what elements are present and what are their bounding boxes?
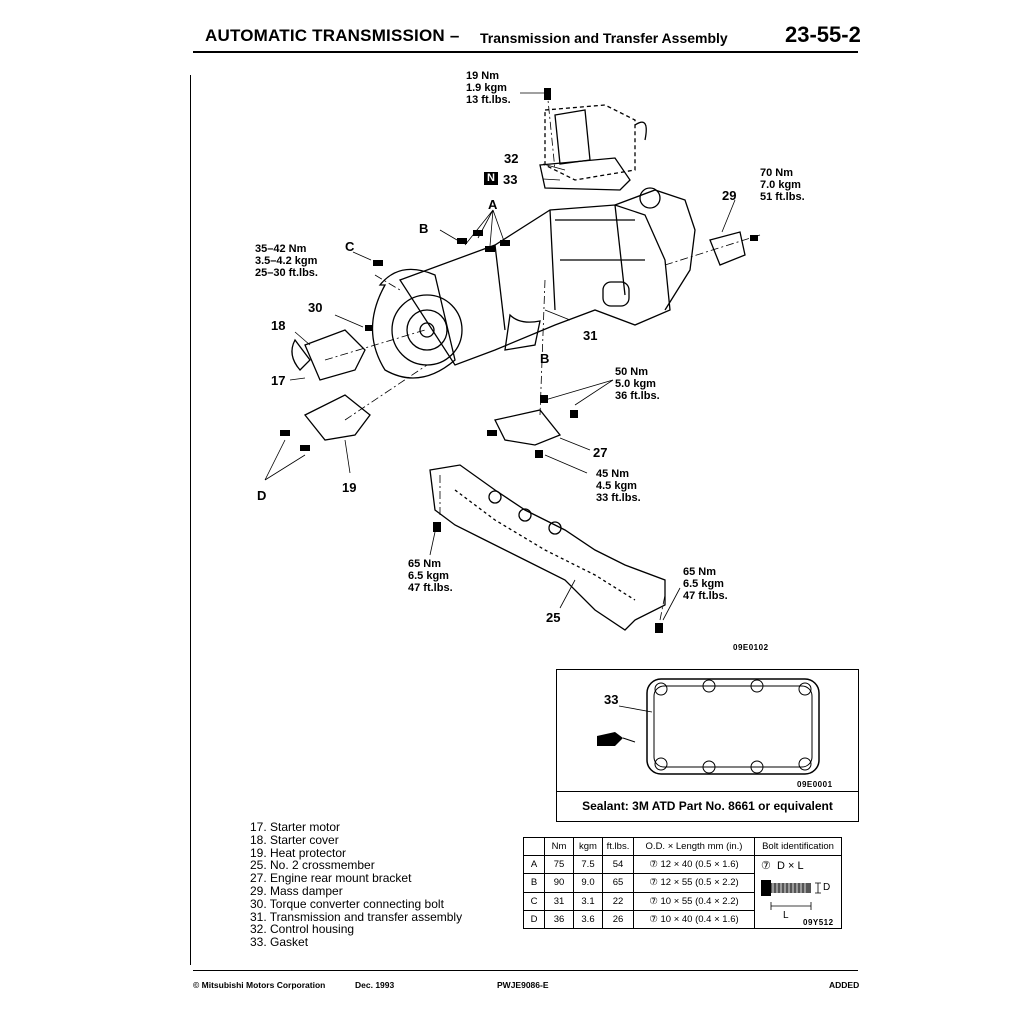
part-number-25: 25 [546, 610, 561, 625]
part-number-29: 29 [722, 188, 737, 203]
legend-item: 29. Mass damper [250, 883, 343, 898]
inset-part-number-33: 33 [604, 692, 619, 707]
legend-item: 31. Transmission and transfer assembly [250, 909, 463, 924]
new-part-badge: N [484, 172, 498, 185]
page-number: 23-55-2 [785, 22, 861, 47]
part-number-27: 27 [593, 445, 608, 460]
bolt-letter-b-top: B [419, 221, 429, 236]
bolt-id-code: 09Y512 [803, 918, 834, 927]
footer-rule [193, 970, 858, 971]
gasket-inset: 33 09E0001 Sealant: 3M ATD Part No. 8661… [556, 669, 859, 822]
bolt-letter-a: A [488, 197, 498, 212]
legend-item: 32. Control housing [250, 922, 355, 937]
sealant-note: Sealant: 3M ATD Part No. 8661 or equival… [557, 791, 858, 821]
bolt-spec-table: Nm kgm ft.lbs. O.D. × Length mm (in.) Bo… [523, 837, 842, 930]
inset-code: 09E0001 [797, 780, 833, 789]
bolt-identification-cell: ⑦ D × L D L 09Y512 [754, 855, 842, 929]
part-number-19: 19 [342, 480, 357, 495]
part-number-31: 31 [583, 328, 598, 343]
legend-item: 17. Starter motor [250, 820, 341, 834]
part-number-32: 32 [504, 151, 519, 166]
table-row: C 31 3.1 22 ⑦ 10 × 55 (0.4 × 2.2) [523, 891, 842, 911]
legend-item: 27. Engine rear mount bracket [250, 871, 412, 886]
page-subtitle: Transmission and Transfer Assembly [480, 30, 728, 46]
bolt-l-label: L [783, 910, 789, 921]
section-title: AUTOMATIC TRANSMISSION – [205, 26, 460, 45]
legend-item: 25. No. 2 crossmember [250, 858, 375, 873]
part-number-18: 18 [271, 318, 286, 333]
bolt-id-formula: ⑦ D × L [761, 860, 804, 872]
bolt-letter-b-bottom: B [540, 351, 550, 366]
footer-doc-id: PWJE9086-E [497, 980, 549, 990]
bolt-letter-d: D [257, 488, 267, 503]
part-number-33: 33 [503, 172, 518, 187]
legend-item: 30. Torque converter connecting bolt [250, 896, 444, 911]
bolt-d-label: D [823, 882, 831, 893]
table-row: A 75 7.5 54 ⑦ 12 × 40 (0.5 × 1.6) ⑦ D × … [523, 854, 842, 929]
legend-item: 18. Starter cover [250, 832, 339, 847]
table-row: B 90 9.0 65 ⑦ 12 × 55 (0.5 × 2.2) [523, 873, 842, 893]
gasket-drawing [597, 678, 820, 775]
legend-item: 33. Gasket [250, 935, 309, 950]
part-number-17: 17 [271, 373, 286, 388]
exploded-view-diagram [264, 88, 761, 633]
part-number-30: 30 [308, 300, 323, 315]
legend-item: 19. Heat protector [250, 845, 347, 860]
parts-legend: 17. Starter motor 18. Starter cover 19. … [250, 821, 462, 949]
bolt-letter-c: C [345, 239, 355, 254]
footer-copyright: © Mitsubishi Motors Corporation [193, 980, 326, 990]
footer-status: ADDED [829, 980, 860, 990]
table-row: D 36 3.6 26 ⑦ 10 × 40 (0.4 × 1.6) [523, 909, 842, 930]
bolt-icon [761, 880, 821, 910]
left-margin-line [190, 75, 191, 965]
table-header-row: Nm kgm ft.lbs. O.D. × Length mm (in.) Bo… [523, 837, 842, 856]
diagram-code: 09E0102 [733, 643, 769, 652]
footer-date: Dec. 1993 [355, 980, 395, 990]
header-rule [193, 51, 858, 53]
